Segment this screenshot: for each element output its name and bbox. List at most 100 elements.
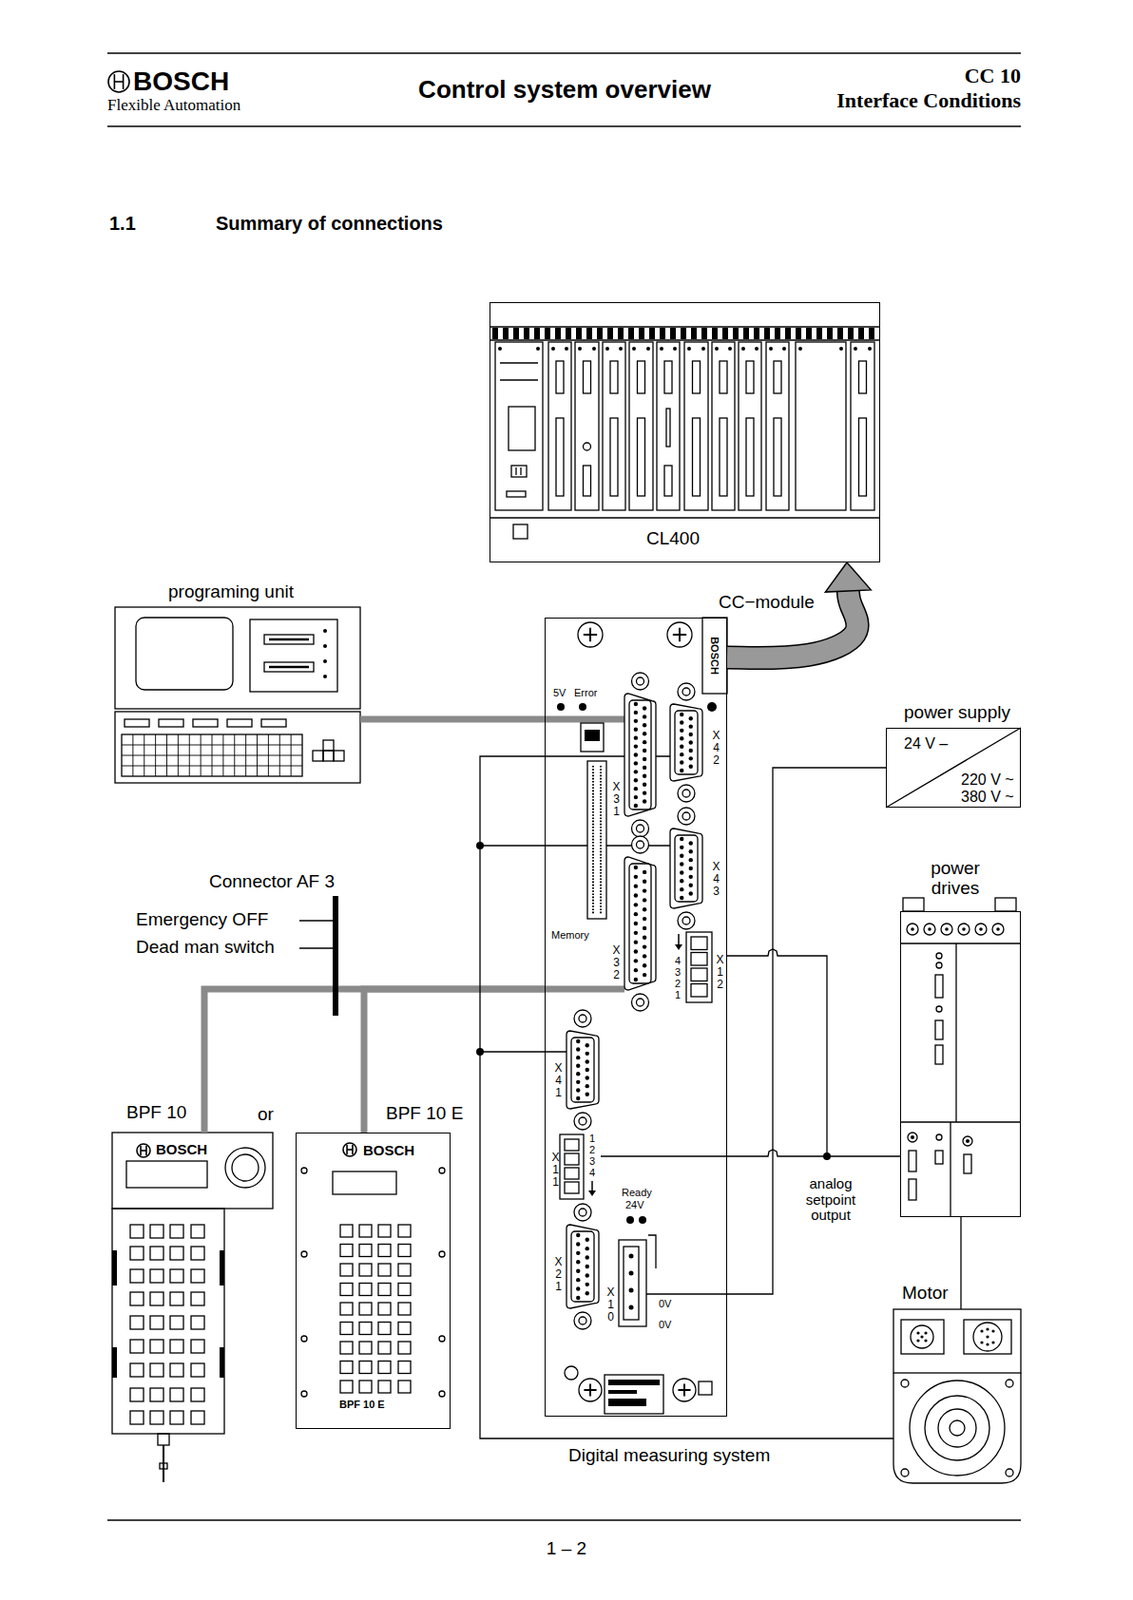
rack-comb	[670, 327, 676, 340]
rack-comb	[513, 327, 519, 340]
connector-name: X41	[554, 1062, 563, 1101]
card-screw	[853, 346, 858, 351]
card-line	[499, 379, 538, 381]
rack-comb	[722, 327, 729, 340]
motor-flange	[909, 1381, 1005, 1477]
card-screw	[577, 346, 582, 351]
key	[340, 1342, 353, 1355]
rack-comb	[847, 327, 854, 340]
pin	[576, 1047, 580, 1052]
pin	[633, 710, 638, 715]
key	[359, 1245, 372, 1258]
key	[398, 1264, 411, 1277]
rack-comb	[868, 327, 875, 340]
grip-bar	[112, 1250, 117, 1287]
card-screw	[728, 346, 732, 351]
connection-line	[360, 719, 545, 721]
terminal-screw	[992, 923, 1004, 936]
drive-box: power drives	[900, 911, 1021, 1218]
bus-cable	[360, 716, 545, 724]
pin	[642, 790, 647, 795]
card-window	[746, 418, 754, 497]
slot-label: Memory	[551, 929, 590, 941]
key	[378, 1284, 391, 1297]
key	[170, 1388, 184, 1402]
rack-comb	[711, 327, 718, 340]
rack-comb	[816, 327, 823, 340]
motor-shaft-seat	[938, 1409, 977, 1448]
key	[340, 1362, 353, 1375]
key	[150, 1363, 164, 1378]
pendant-display	[126, 1161, 208, 1189]
logo-mark	[140, 1150, 147, 1153]
cable-ring	[159, 1463, 168, 1470]
encoder-wire	[480, 1051, 567, 1053]
pin	[679, 896, 684, 901]
signal-tick	[299, 947, 336, 950]
pin	[633, 883, 638, 888]
terminal-block	[559, 1134, 584, 1200]
rack-switch	[513, 524, 528, 539]
pin	[576, 1286, 580, 1291]
card-slot	[548, 342, 572, 511]
keyboard	[115, 711, 361, 784]
panel-dot	[323, 659, 327, 664]
pin	[679, 768, 684, 773]
screw-lock	[677, 785, 695, 803]
screw-lock-hole	[636, 677, 645, 686]
motor-shaft	[949, 1421, 965, 1437]
drive-pot	[907, 1133, 918, 1143]
terminal-clamp	[691, 953, 708, 967]
drive-socket	[935, 975, 943, 999]
key	[191, 1363, 205, 1378]
panel-display	[332, 1171, 397, 1195]
card-window	[637, 418, 646, 497]
rack-line	[489, 339, 881, 341]
key	[150, 1411, 164, 1425]
memory-slot	[587, 761, 607, 920]
plug-pin	[629, 1254, 634, 1260]
drive-line	[900, 1121, 1021, 1123]
pin	[633, 728, 638, 732]
card-screw	[605, 346, 610, 351]
screw	[578, 1379, 602, 1402]
pin	[633, 804, 638, 808]
pin	[679, 862, 684, 866]
key	[398, 1284, 411, 1297]
connector-name: X10	[606, 1286, 615, 1326]
node-label: 220 V ~	[960, 771, 1015, 789]
card-window	[859, 361, 867, 394]
plug-pin	[916, 1339, 920, 1343]
sub-d-insert	[674, 710, 698, 775]
card-screw	[714, 346, 719, 351]
rack-comb	[607, 327, 614, 340]
pin	[642, 926, 647, 931]
pin	[585, 1059, 590, 1064]
card-slot	[495, 342, 543, 511]
rack-comb	[502, 327, 509, 340]
screw	[577, 622, 603, 648]
led	[578, 703, 587, 711]
drive-led	[936, 1006, 942, 1013]
pin	[689, 841, 693, 845]
switch	[580, 723, 604, 752]
bus-cable	[544, 986, 625, 994]
pin	[642, 774, 647, 779]
motor-unit: Motor	[893, 1309, 1021, 1484]
pin	[642, 880, 647, 884]
key	[191, 1247, 205, 1261]
wire	[727, 768, 886, 1295]
connection-line	[727, 1150, 901, 1157]
function-key	[124, 719, 150, 728]
indicator	[707, 702, 717, 712]
plug-pin	[916, 1331, 920, 1335]
pin-number: 1	[674, 989, 681, 1001]
pin	[642, 723, 647, 728]
terminal-block	[686, 932, 712, 1003]
card-window	[773, 361, 782, 394]
pin	[679, 845, 684, 850]
type-plate-print	[608, 1380, 660, 1386]
screw-lock-hole	[578, 1117, 587, 1126]
card-slot	[711, 342, 735, 511]
rack-comb	[586, 327, 593, 340]
